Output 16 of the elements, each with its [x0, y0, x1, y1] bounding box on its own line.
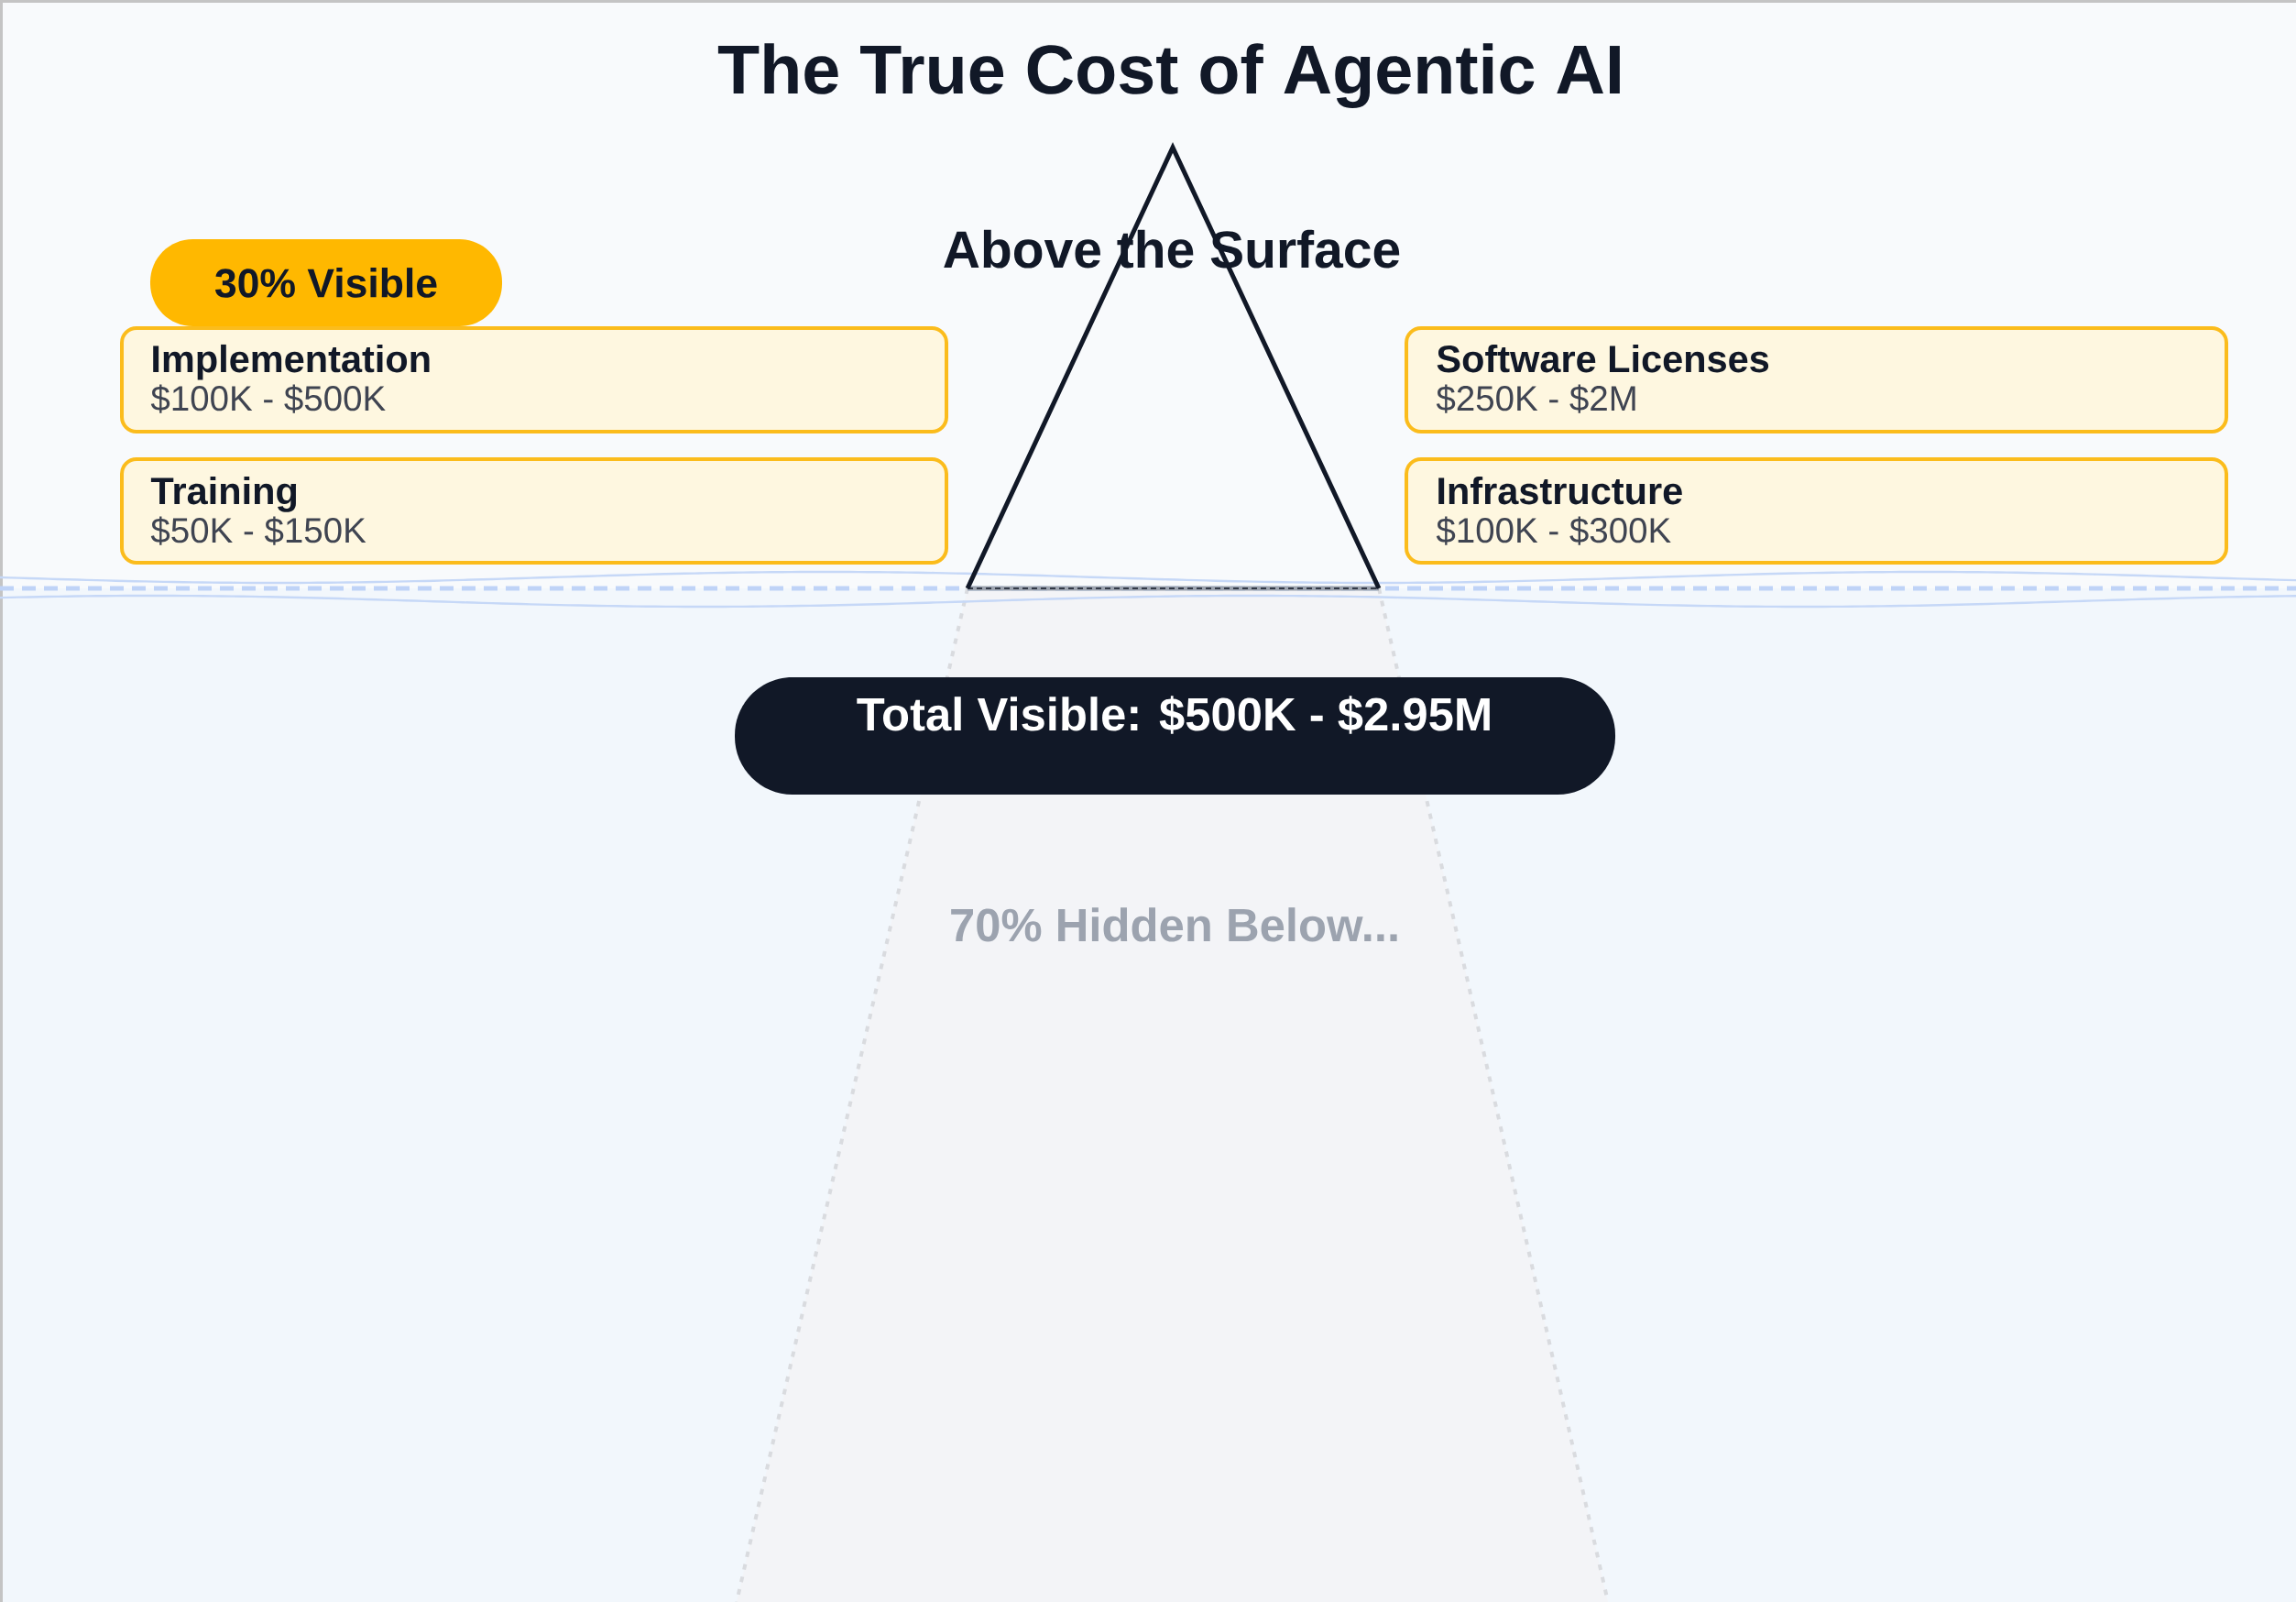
submerged-iceberg: [735, 587, 1610, 1602]
cost-card: [120, 457, 948, 565]
cost-category: Infrastructure: [1438, 476, 1682, 505]
cost-card: [120, 326, 948, 433]
hidden-share-label: 70% Hidden Below...: [951, 907, 1397, 942]
cost-range: $50K - $150K: [150, 516, 366, 545]
cost-range: $100K - $300K: [1436, 516, 1671, 545]
cost-card: [1405, 457, 2229, 565]
cost-category: Training: [150, 476, 297, 512]
cost-category: Software Licenses: [1437, 344, 1769, 373]
percentage-badge: 30% Visible: [150, 239, 502, 326]
cost-range: $250K - $2M: [1436, 384, 1635, 413]
cost-category: Implementation: [153, 344, 430, 380]
cost-card: [1405, 326, 2229, 433]
cost-range: $100K - $500K: [150, 384, 386, 413]
title: The True Cost of Agentic AI: [717, 43, 1620, 108]
